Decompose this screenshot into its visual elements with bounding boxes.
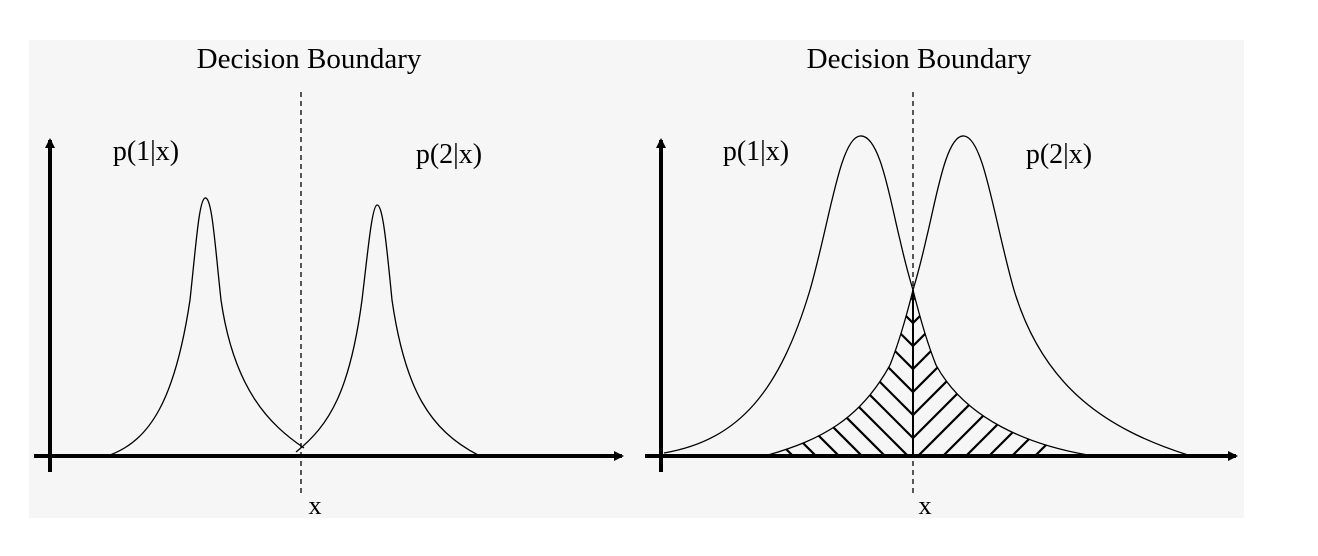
left-panel-title: Decision Boundary xyxy=(197,43,422,75)
right-label-p2: p(2|x) xyxy=(1026,139,1092,170)
right-label-p1: p(1|x) xyxy=(723,136,789,167)
left-curve-p2 xyxy=(295,204,479,456)
right-curve-p2 xyxy=(767,135,1189,456)
left-x-label: x xyxy=(309,491,322,520)
right-x-label: x xyxy=(919,491,932,520)
left-label-p1: p(1|x) xyxy=(113,136,179,167)
figure-background xyxy=(29,40,1244,518)
right-panel: Decision Boundary xyxy=(645,43,1238,520)
left-label-p2: p(2|x) xyxy=(416,139,482,170)
left-panel: Decision Boundary p(1|x) p(2|x) x xyxy=(34,43,624,520)
right-panel-title: Decision Boundary xyxy=(807,43,1032,75)
right-curve-p1 xyxy=(663,135,1089,456)
left-curve-p1 xyxy=(109,197,305,456)
